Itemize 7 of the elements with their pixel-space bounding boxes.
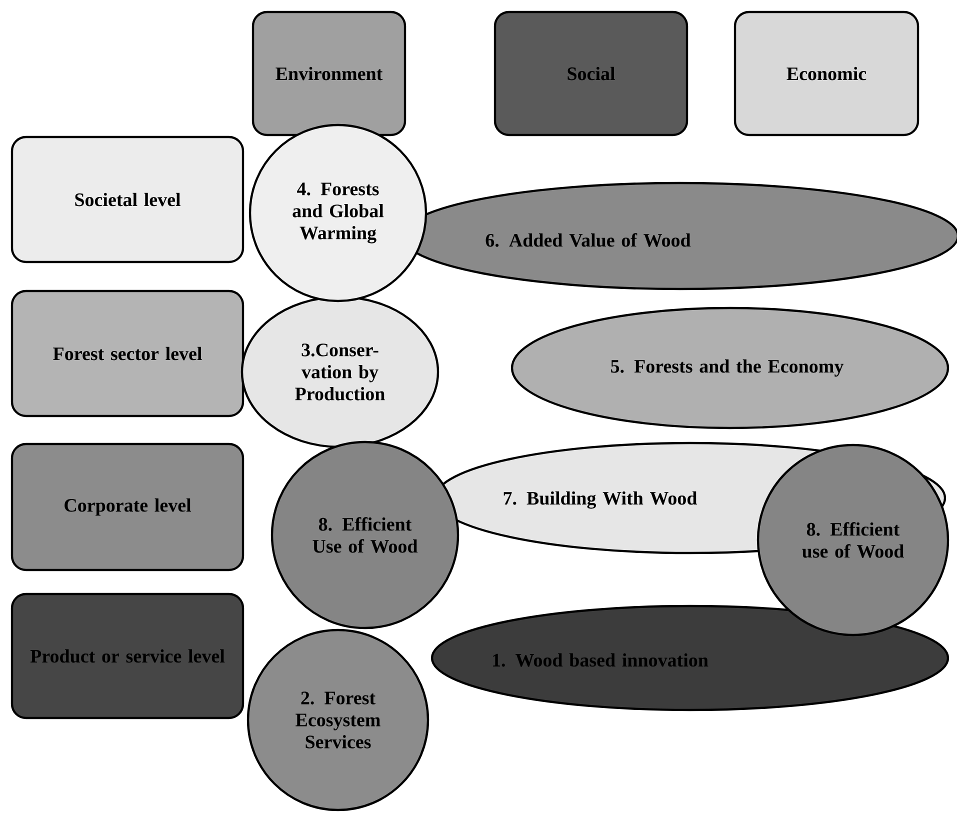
- level-box: Societal level: [10, 136, 244, 264]
- level-box: Economic: [734, 10, 920, 136]
- level-box: Environment: [252, 10, 406, 136]
- level-box: Product or service level: [10, 592, 244, 720]
- level-box: Corporate level: [10, 442, 244, 572]
- level-box: Social: [494, 10, 688, 136]
- level-box: Forest sector level: [10, 290, 244, 418]
